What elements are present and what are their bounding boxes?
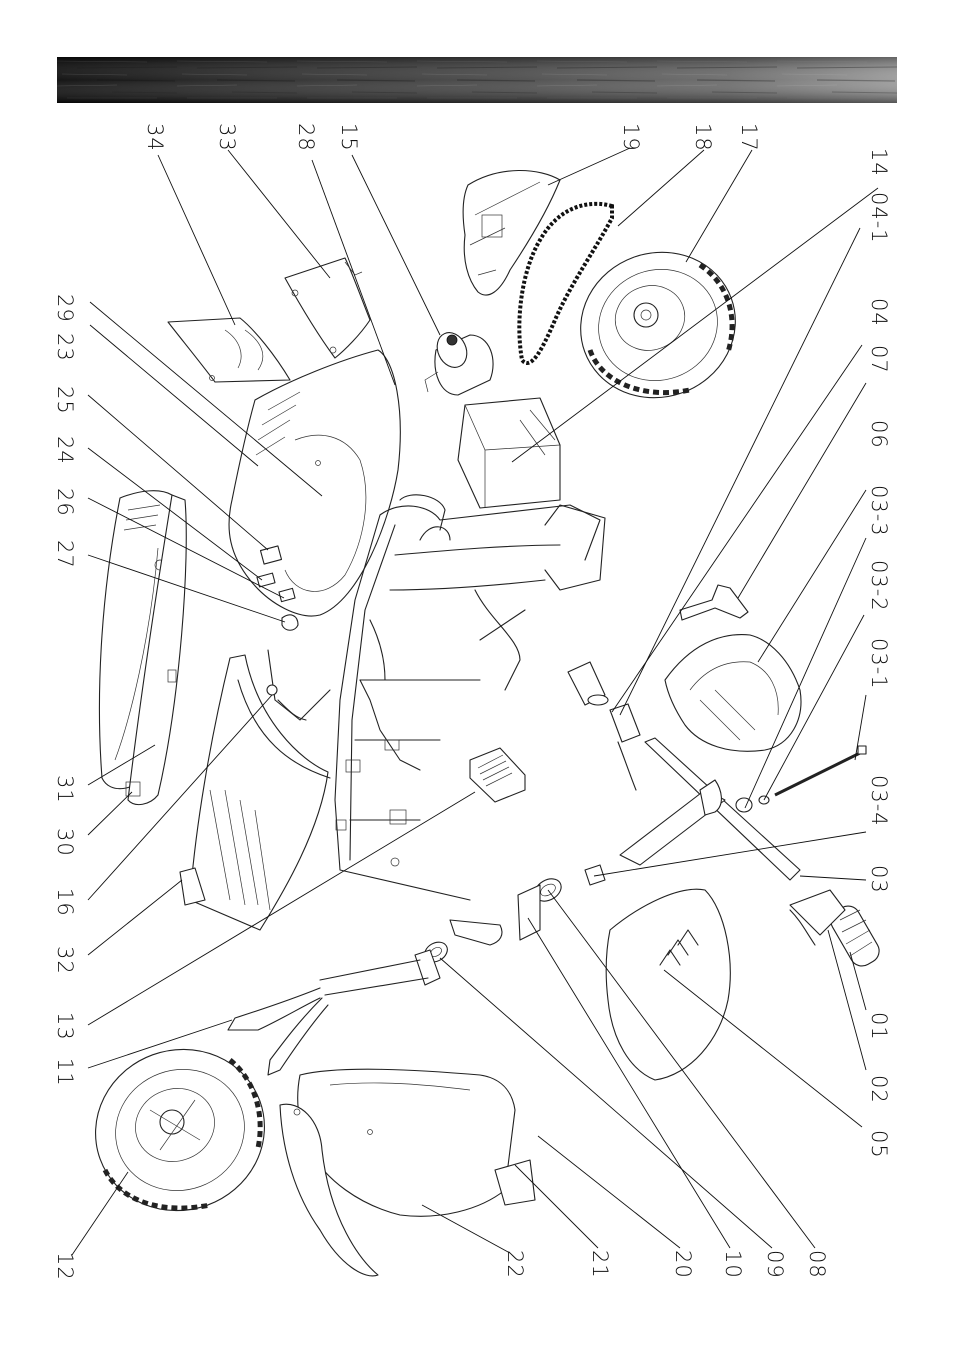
callout-32: 32 xyxy=(53,946,77,975)
callout-03-1: 03-1 xyxy=(867,638,891,690)
callout-16: 16 xyxy=(53,888,77,917)
callout-22: 22 xyxy=(503,1250,527,1279)
rear-wheel-part xyxy=(560,231,756,420)
mounting-bracket-part xyxy=(680,585,748,620)
callout-13: 13 xyxy=(53,1012,77,1041)
headset-parts xyxy=(568,662,640,790)
front-fork-part xyxy=(228,950,440,1075)
controller-box-part xyxy=(470,748,525,802)
brake-lever-part xyxy=(790,890,845,945)
callout-23: 23 xyxy=(53,333,77,362)
stem-bolt-part xyxy=(775,746,866,795)
callout-29: 29 xyxy=(53,294,77,323)
callout-06: 06 xyxy=(867,420,891,449)
callout-04-1: 04-1 xyxy=(867,192,891,244)
callout-14: 14 xyxy=(867,148,891,177)
callout-12: 12 xyxy=(53,1252,77,1281)
seat-body-cover-part xyxy=(229,350,400,616)
callout-03-4: 03-4 xyxy=(867,775,891,827)
steering-bearings-part xyxy=(421,874,565,965)
nut-part xyxy=(736,798,752,812)
callout-02: 02 xyxy=(867,1075,891,1104)
callout-17: 17 xyxy=(737,123,761,152)
handlebar-stem-part xyxy=(620,738,800,880)
callout-15: 15 xyxy=(337,123,361,152)
floorboard-part xyxy=(180,655,330,930)
callout-01: 01 xyxy=(867,1012,891,1041)
callout-21: 21 xyxy=(588,1250,612,1279)
callout-05: 05 xyxy=(867,1130,891,1159)
callout-33: 33 xyxy=(215,123,239,152)
callout-10: 10 xyxy=(721,1250,745,1279)
callout-25: 25 xyxy=(53,386,77,415)
callout-28: 28 xyxy=(294,123,318,152)
rear-bracket-part xyxy=(168,318,290,382)
callout-03: 03 xyxy=(867,865,891,894)
front-wheel-part xyxy=(73,1026,287,1234)
callout-03-2: 03-2 xyxy=(867,560,891,612)
callout-11: 11 xyxy=(53,1058,77,1087)
callout-20: 20 xyxy=(671,1250,695,1279)
electric-motor-part xyxy=(425,328,493,395)
main-frame-part xyxy=(335,495,605,900)
callout-09: 09 xyxy=(763,1250,787,1279)
front-lower-cover-part xyxy=(298,1069,535,1216)
callout-30: 30 xyxy=(53,828,77,857)
side-plate-part xyxy=(285,258,370,358)
callout-03-3: 03-3 xyxy=(867,485,891,537)
callout-08: 08 xyxy=(805,1250,829,1279)
kickstand-part xyxy=(267,650,330,720)
callout-07: 07 xyxy=(867,345,891,374)
callout-31: 31 xyxy=(53,775,77,804)
battery-part xyxy=(458,398,560,508)
callout-27: 27 xyxy=(53,540,77,569)
callout-26: 26 xyxy=(53,488,77,517)
callout-18: 18 xyxy=(691,123,715,152)
callout-19: 19 xyxy=(619,123,643,152)
callout-04: 04 xyxy=(867,298,891,327)
callout-24: 24 xyxy=(53,436,77,465)
front-cover-part xyxy=(665,635,801,752)
callout-34: 34 xyxy=(143,123,167,152)
